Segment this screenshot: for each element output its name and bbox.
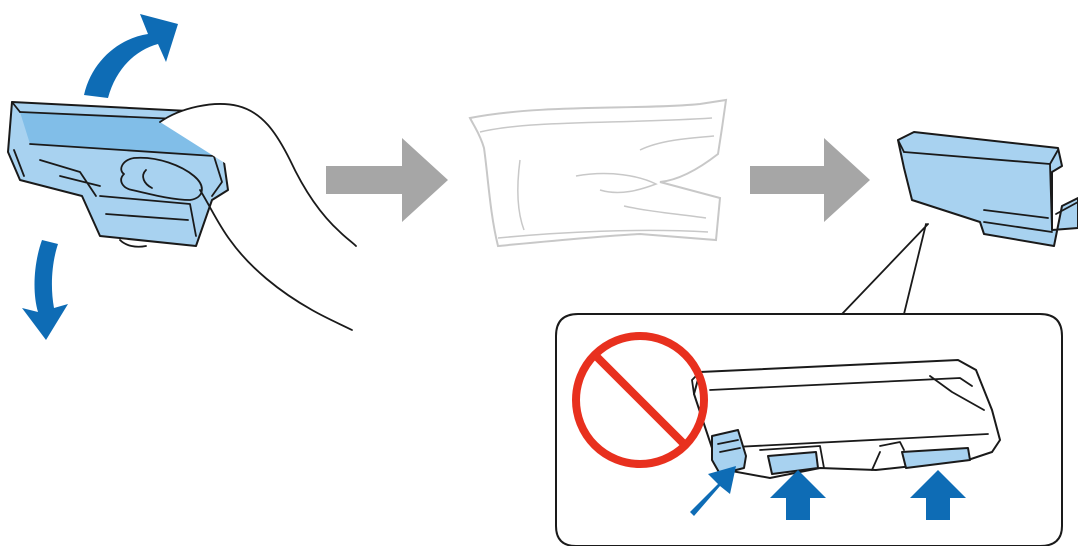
ink-supply-port-seal (712, 430, 746, 474)
curved-down-arrow-icon (22, 240, 68, 340)
step-arrow-1 (326, 138, 448, 222)
step-empty-bag (470, 100, 726, 246)
step-arrow-2 (750, 138, 870, 222)
curved-up-arrow-icon (84, 14, 178, 98)
step-shake-cartridge (8, 14, 356, 340)
detail-panel (556, 314, 1062, 546)
callout-pointer (842, 224, 928, 314)
cartridge-closeup (692, 360, 1000, 478)
